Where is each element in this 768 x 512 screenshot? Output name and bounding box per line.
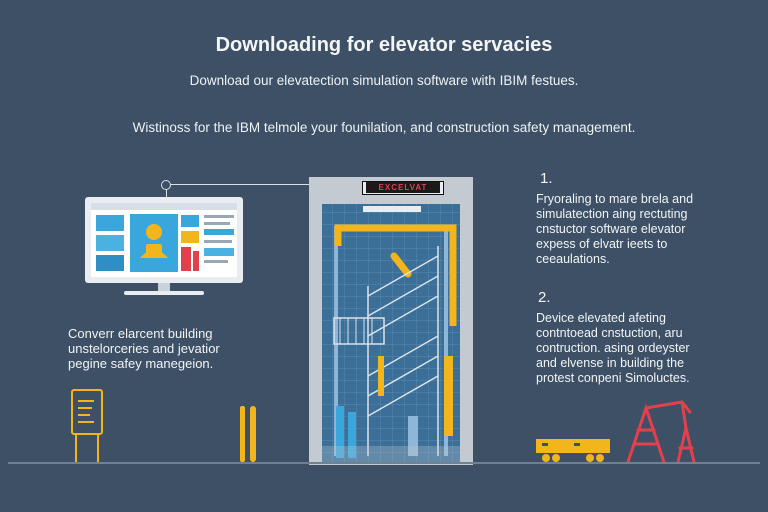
step-2-line: contntoead cnstuction, aru [536, 326, 683, 340]
crane-icon [626, 400, 696, 464]
step-1-line: cnstuctor software elevator [536, 222, 686, 236]
left-description-line: unstelorceries and jevatior [68, 341, 220, 356]
page-tagline: Wistinoss for the IBM telmole your founi… [132, 120, 636, 135]
step-2-description: Device elevated afeting contntoead cnstu… [536, 311, 736, 386]
step-2-line: protest conpeni Simoluctes. [536, 371, 690, 385]
left-description-line: pegine safey manegeion. [68, 356, 214, 371]
elevator-sign: EXCELVAT [366, 182, 440, 193]
step-2-number: 2. [538, 289, 551, 306]
connector-stem [166, 185, 167, 199]
flatbed-trailer-icon [536, 439, 610, 462]
clipboard-sign-icon [71, 389, 103, 462]
ground-line [8, 462, 760, 464]
user-avatar-icon [140, 224, 168, 258]
left-description-line: Converr elarcent building [68, 326, 213, 341]
monitor-icon [85, 197, 243, 295]
step-2-line: Device elevated afeting [536, 311, 666, 325]
step-2-line: contruction. asing ordeyster [536, 341, 690, 355]
left-description: Converr elarcent building unstelorceries… [68, 326, 298, 371]
page-title: Downloading for elevator servacies [215, 34, 553, 56]
barrier-icon [240, 406, 256, 462]
step-1-line: Fryoraling to mare brela and [536, 192, 694, 206]
page-subtitle: Download our elevatection simulation sof… [189, 73, 579, 88]
step-1-line: expess of elvatr ieets to [536, 237, 668, 251]
step-1-number: 1. [540, 170, 553, 187]
step-1-line: simulatection aing rectuting [536, 207, 688, 221]
step-1-line: ceeaulations. [536, 252, 610, 266]
step-1-description: Fryoraling to mare brela and simulatecti… [536, 192, 736, 267]
step-2-line: and elvense in building the [536, 356, 685, 370]
connector-line [168, 184, 311, 185]
connector-node [161, 180, 171, 190]
elevator-shaft-illustration [309, 177, 473, 465]
